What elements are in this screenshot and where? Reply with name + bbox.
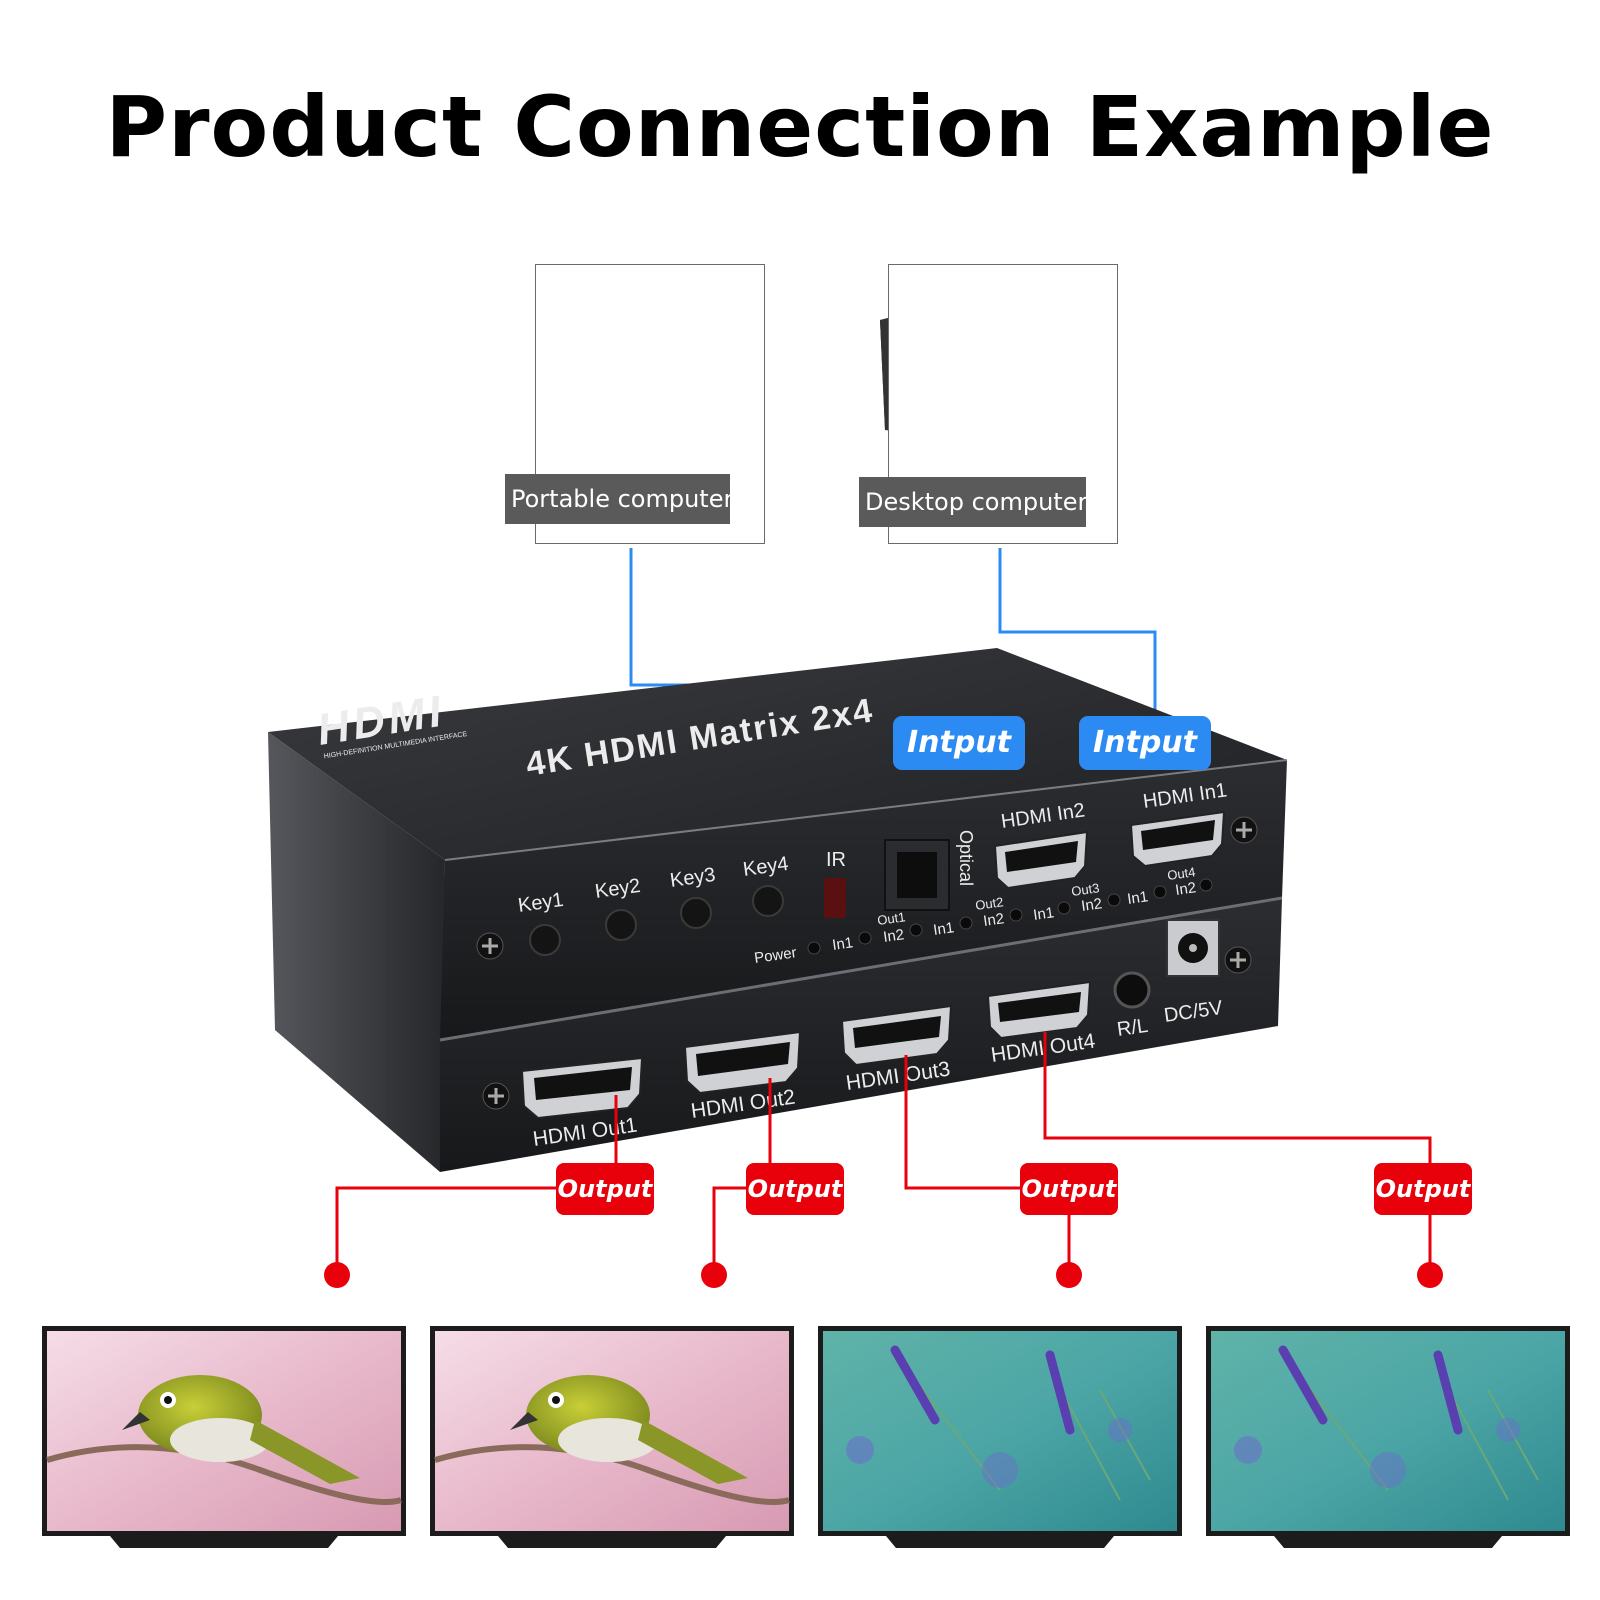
hdmi-out1-port xyxy=(520,1056,644,1120)
out3-in2-label: In2 xyxy=(1080,895,1103,915)
out2-group-label: Out2 xyxy=(974,894,1004,913)
key-buttons: Key1 Key2 Key3 Key4 xyxy=(517,853,790,956)
out1-in2-led xyxy=(909,923,923,937)
screw-icon xyxy=(476,932,504,960)
key-4-button xyxy=(752,885,784,917)
screw-icon xyxy=(1230,816,1258,844)
page-title: Product Connection Example xyxy=(105,78,1495,176)
display-tv-1 xyxy=(42,1326,406,1548)
out3-group-label: Out3 xyxy=(1070,880,1100,899)
display-tv-2 xyxy=(430,1326,794,1548)
output-line-2 xyxy=(701,1078,772,1288)
out1-in1-led xyxy=(858,931,872,945)
source-label-laptop: Portable computer xyxy=(505,474,733,524)
out3-in2-led xyxy=(1107,893,1121,907)
out1-in1-label: In1 xyxy=(831,934,854,954)
input-tag-1: Intput xyxy=(893,716,1025,770)
hdmi-out4-port xyxy=(986,980,1092,1040)
audio-jack xyxy=(1113,971,1151,1009)
optical-label: Optical xyxy=(956,830,976,886)
hdmi-in2-port xyxy=(993,830,1089,890)
hdmi-in1-port xyxy=(1129,810,1226,868)
output-tag-3: Output xyxy=(1020,1163,1118,1215)
out2-in2-label: In2 xyxy=(982,910,1005,930)
out4-in2-label: In2 xyxy=(1174,879,1197,899)
out4-in1-led xyxy=(1153,885,1167,899)
key-2-button xyxy=(605,909,637,941)
output-tag-1: Output xyxy=(556,1163,654,1215)
hdmi-out2-port xyxy=(683,1030,802,1095)
display-tv-3 xyxy=(818,1326,1182,1548)
out4-in1-label: In1 xyxy=(1126,888,1149,908)
key-1-button xyxy=(529,924,561,956)
out3-in1-label: In1 xyxy=(1032,904,1055,924)
rl-label: R/L xyxy=(1116,1015,1150,1041)
hdmi-matrix-device: HDMI HIGH-DEFINITION MULTIMEDIA INTERFAC… xyxy=(268,648,1288,1172)
output-tag-4: Output xyxy=(1374,1163,1472,1215)
display-tv-4 xyxy=(1206,1326,1570,1548)
power-led xyxy=(807,941,821,955)
output-line-3 xyxy=(904,1055,1082,1288)
screw-icon xyxy=(482,1082,510,1110)
power-label: Power xyxy=(753,944,797,967)
out1-group-label: Out1 xyxy=(876,909,906,928)
ir-receiver xyxy=(824,878,846,918)
ir-label: IR xyxy=(826,849,846,871)
source-label-desktop: Desktop computer xyxy=(859,477,1087,527)
status-leds: Power Out1 In1 In2 Out2 In1 In2 Out3 In1… xyxy=(753,864,1213,967)
out1-in2-label: In2 xyxy=(882,926,905,946)
out2-in2-led xyxy=(1009,908,1023,922)
output-line-4 xyxy=(1043,1032,1443,1288)
out2-in1-led xyxy=(959,916,973,930)
out4-in2-led xyxy=(1199,878,1213,892)
input-tag-2: Intput xyxy=(1079,716,1211,770)
key-3-button xyxy=(680,897,712,929)
output-tag-2: Output xyxy=(746,1163,844,1215)
out3-in1-led xyxy=(1057,901,1071,915)
screw-icon xyxy=(1224,946,1252,974)
out2-in1-label: In1 xyxy=(932,919,955,939)
hdmi-out3-port xyxy=(840,1004,953,1067)
out4-group-label: Out4 xyxy=(1166,864,1196,883)
